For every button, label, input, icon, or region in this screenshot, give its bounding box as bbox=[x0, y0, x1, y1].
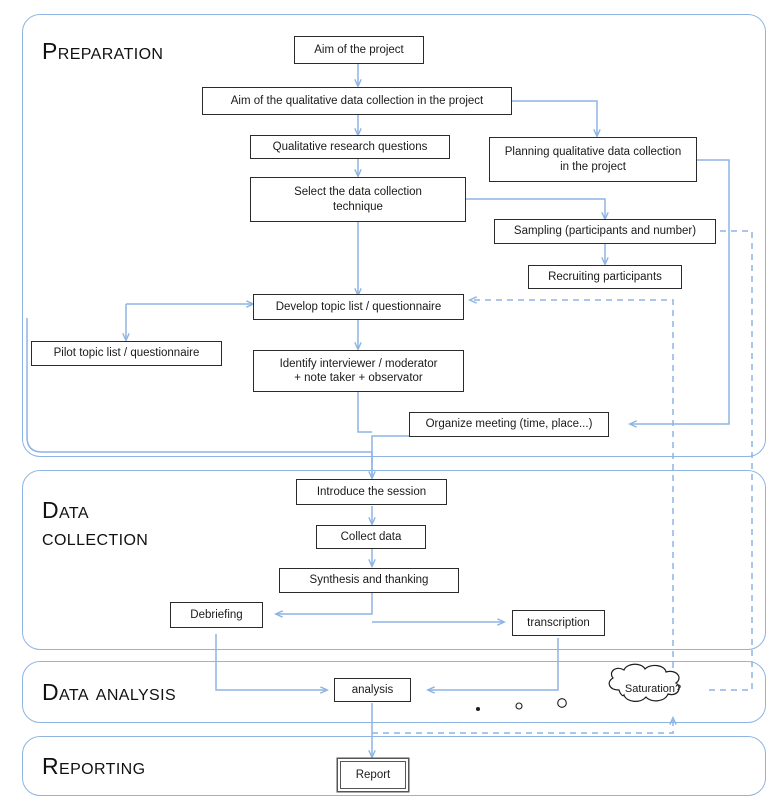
phase-label-data-collection: Data collection bbox=[42, 497, 149, 551]
node-aim-qualitative[interactable]: Aim of the qualitative data collection i… bbox=[202, 87, 512, 115]
node-sampling[interactable]: Sampling (participants and number) bbox=[494, 219, 716, 244]
edge-dashed-to-saturation bbox=[372, 718, 673, 734]
node-pilot-topic-list[interactable]: Pilot topic list / questionnaire bbox=[31, 341, 222, 366]
edge-dashed-to-develop bbox=[470, 300, 674, 690]
node-aim-project[interactable]: Aim of the project bbox=[294, 36, 424, 64]
node-select-technique[interactable]: Select the data collection technique bbox=[250, 177, 466, 222]
cloud-label-saturation: Saturation? bbox=[624, 683, 682, 695]
node-develop-topic-list[interactable]: Develop topic list / questionnaire bbox=[253, 294, 464, 320]
node-organize-meeting[interactable]: Organize meeting (time, place...) bbox=[409, 412, 609, 437]
node-research-questions[interactable]: Qualitative research questions bbox=[250, 135, 450, 159]
node-collect-data[interactable]: Collect data bbox=[316, 525, 426, 549]
thought-dot-medium bbox=[515, 702, 523, 710]
node-debriefing[interactable]: Debriefing bbox=[170, 602, 263, 628]
edge-transcription-to-analysis bbox=[428, 638, 559, 690]
phase-label-data-analysis: Data analysis bbox=[42, 679, 177, 705]
phase-label-reporting: Reporting bbox=[42, 753, 146, 779]
node-transcription[interactable]: transcription bbox=[512, 610, 605, 636]
edge-identify-down bbox=[357, 392, 372, 433]
phase-label-preparation: Preparation bbox=[42, 38, 164, 64]
node-identify-roles[interactable]: Identify interviewer / moderator + note … bbox=[253, 350, 464, 392]
edge-organize-left bbox=[371, 435, 418, 478]
saturation-cloud bbox=[608, 663, 680, 702]
edge-synthesis-to-debriefing bbox=[276, 593, 373, 614]
node-report[interactable]: Report bbox=[340, 761, 406, 789]
edge-aimqual-to-planning bbox=[512, 100, 597, 136]
edge-debriefing-to-analysis bbox=[215, 634, 327, 690]
node-synthesis[interactable]: Synthesis and thanking bbox=[279, 568, 459, 593]
edge-left-rail bbox=[26, 318, 372, 453]
node-introduce-session[interactable]: Introduce the session bbox=[296, 479, 447, 505]
edge-select-to-sampling bbox=[466, 198, 605, 219]
node-recruiting[interactable]: Recruiting participants bbox=[528, 265, 682, 289]
thought-dot-large bbox=[557, 698, 567, 708]
node-analysis[interactable]: analysis bbox=[334, 678, 411, 702]
node-planning[interactable]: Planning qualitative data collection in … bbox=[489, 137, 697, 182]
thought-dot-small bbox=[476, 707, 480, 711]
edge-planning-to-organize bbox=[630, 159, 730, 424]
